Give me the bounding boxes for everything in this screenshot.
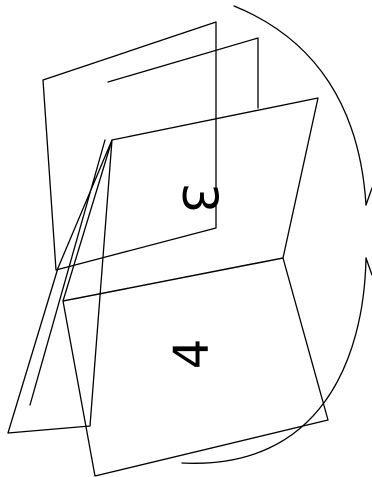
back-panel-near — [108, 38, 258, 108]
side-flap-line — [30, 140, 105, 405]
side-flap-left — [8, 140, 112, 433]
rotation-arrowhead-upper — [366, 188, 372, 205]
panel-lower-label: 4 — [164, 339, 220, 370]
rotation-arrowhead-lower — [366, 258, 372, 275]
rotation-arc-upper — [234, 6, 366, 205]
back-panel-far — [43, 22, 216, 270]
panel-upper-label: 3 — [171, 183, 227, 214]
